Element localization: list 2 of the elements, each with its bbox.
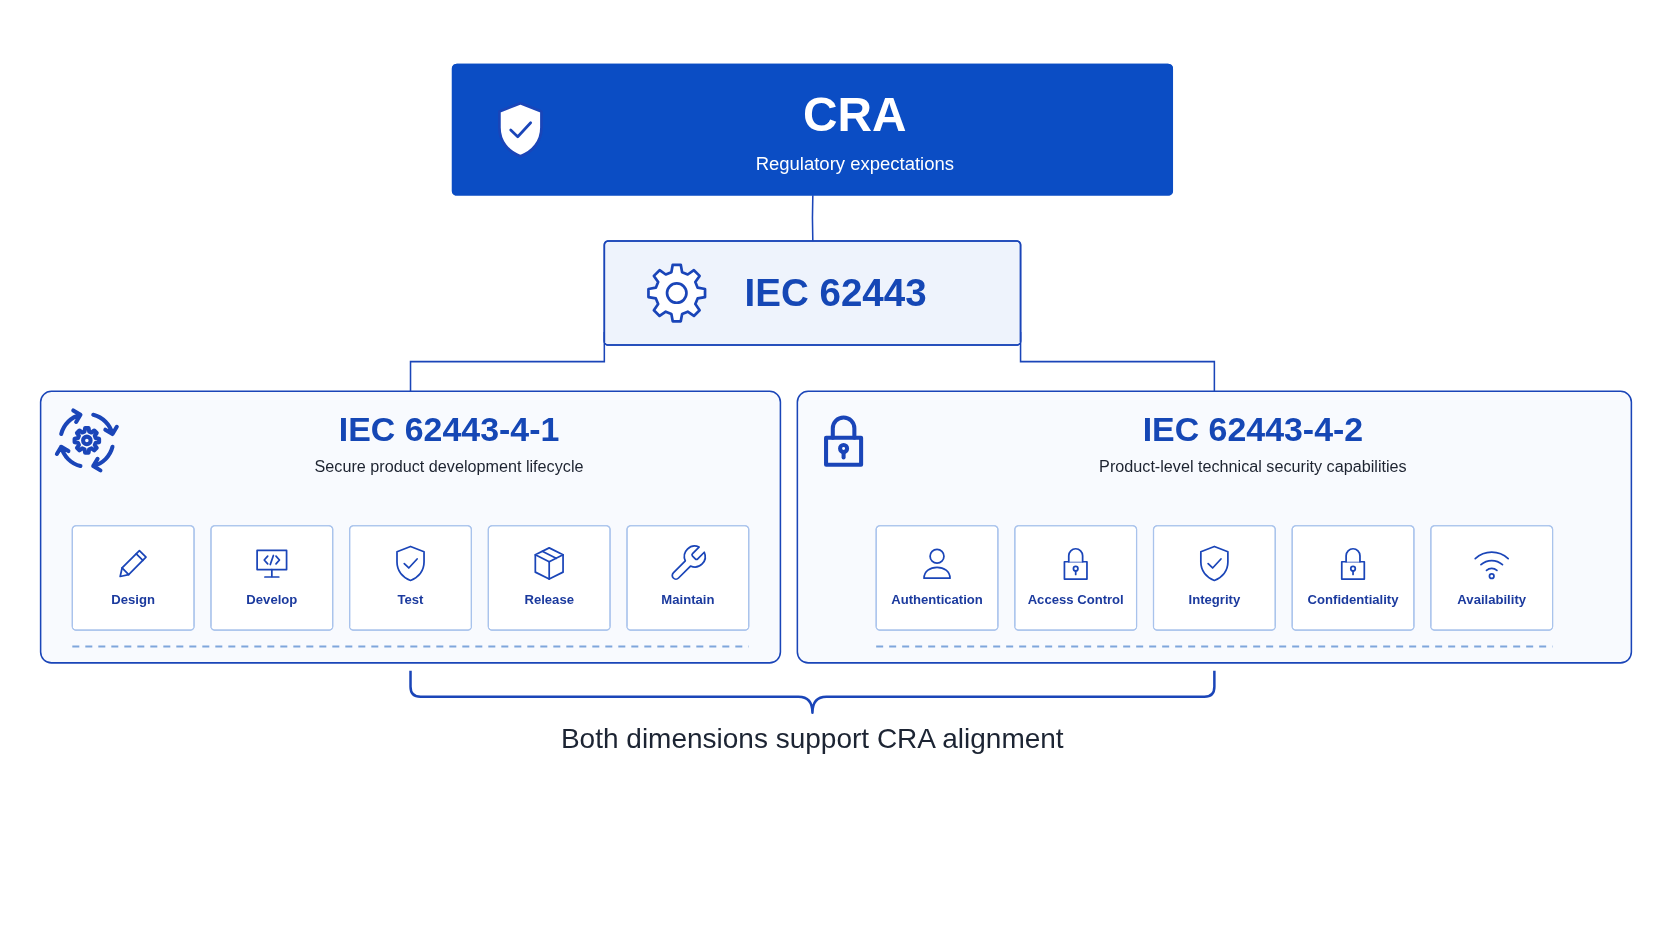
connector xyxy=(811,194,814,243)
caption: Both dimensions support CRA alignment xyxy=(560,722,1064,755)
